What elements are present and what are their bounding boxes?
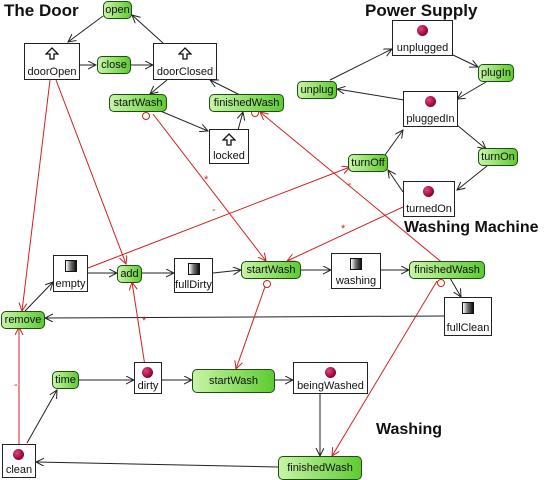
red-arc-turnedOn-startWash	[287, 206, 404, 261]
place-bar-icon	[350, 258, 362, 270]
place-bar-icon	[462, 302, 474, 314]
transition-plugIn[interactable]: plugIn	[478, 64, 514, 82]
arc-turnedOn-turnOff	[388, 170, 404, 193]
transition-open[interactable]: open	[103, 1, 132, 19]
arc-mark-dash-3: -	[14, 379, 18, 391]
token-icon	[424, 96, 436, 107]
arc-pluggedIn-unplug	[337, 89, 405, 101]
arc-mark-star-1: *	[204, 174, 209, 186]
place-label: fullDirty	[175, 279, 212, 291]
arc-fullDirty-startWash	[212, 270, 241, 273]
arc-plugIn-pluggedIn	[457, 81, 487, 99]
transition-startWash-washing[interactable]: startWash	[192, 369, 275, 393]
place-label: turnedOn	[406, 203, 452, 215]
arc-open-doorOpen	[68, 15, 104, 42]
arc-turnOn-turnedOn	[457, 165, 488, 190]
token-icon	[416, 25, 428, 36]
unmarked-place-icon	[178, 47, 192, 60]
red-arc-empty-turnOff	[87, 167, 350, 269]
place-clean[interactable]: clean	[2, 444, 36, 478]
section-title-power: Power Supply	[365, 1, 478, 20]
transition-finishedWash-machine[interactable]: finishedWash	[409, 261, 485, 279]
red-arc-finishedWash-finishedWashDoor	[260, 112, 446, 266]
token-icon	[13, 449, 24, 460]
place-label: pluggedIn	[406, 113, 455, 125]
place-label: washing	[335, 275, 377, 287]
place-label: empty	[55, 278, 86, 290]
arc-finishedWash-clean	[36, 462, 279, 468]
transition-add[interactable]: add	[117, 265, 142, 283]
place-bar-icon	[64, 260, 77, 272]
place-label: dirty	[137, 380, 159, 392]
arc-mark-star-2: *	[341, 223, 346, 235]
place-label: beingWashed	[297, 380, 364, 392]
arc-doorClosed-startWash	[150, 79, 168, 94]
arc-clean-time	[26, 390, 57, 444]
place-label: locked	[213, 150, 245, 162]
transition-close[interactable]: close	[97, 56, 131, 74]
arc-doorClosed-open	[132, 15, 164, 44]
arc-unplugged-plugIn	[452, 54, 478, 67]
section-title-washing: Washing	[376, 421, 443, 438]
place-label: unplugged	[396, 42, 449, 54]
place-unplugged[interactable]: unplugged	[392, 20, 453, 56]
arc-pluggedIn-turnOn	[456, 124, 486, 149]
red-arc-doorOpen-remove	[22, 79, 51, 311]
transition-time[interactable]: time	[52, 371, 79, 389]
transition-turnOff[interactable]: turnOff	[348, 154, 388, 172]
red-arc-dirty-add	[132, 282, 146, 367]
place-turnedOn[interactable]: turnedOn	[403, 181, 455, 217]
arc-unplug-unplugged	[329, 49, 392, 81]
red-arc-startWash-startWashWashing	[236, 280, 268, 369]
section-title-door: The Door	[4, 1, 79, 20]
unmarked-place-icon	[45, 47, 59, 60]
arc-remove-empty	[24, 282, 53, 312]
token-icon	[324, 367, 336, 378]
token-icon	[142, 367, 153, 378]
section-title-machine: Washing Machine	[404, 219, 539, 236]
inhibitor-finishedWash-machine	[437, 279, 445, 287]
place-dirty[interactable]: dirty	[134, 362, 162, 394]
red-arc-finishedWash-finishedWashWashing	[332, 280, 438, 456]
place-pluggedIn[interactable]: pluggedIn	[403, 91, 458, 127]
place-locked[interactable]: locked	[209, 129, 249, 164]
place-label: doorClosed	[156, 66, 214, 78]
place-label: clean	[5, 464, 33, 476]
red-arc-doorOpen-add	[55, 79, 126, 264]
place-label: fullClean	[446, 322, 490, 334]
transition-startWash-machine[interactable]: startWash	[241, 261, 301, 279]
arc-finishedWash-doorClosed	[210, 80, 241, 96]
place-doorClosed[interactable]: doorClosed	[153, 43, 217, 80]
arc-mark-dash-1: -	[212, 204, 216, 216]
transition-unplug[interactable]: unplug	[297, 81, 337, 99]
place-fullClean[interactable]: fullClean	[444, 297, 492, 336]
place-doorOpen[interactable]: doorOpen	[24, 43, 80, 80]
transition-finishedWash-washing[interactable]: finishedWash	[278, 456, 362, 480]
inhibitor-startWash-machine	[263, 280, 271, 288]
inhibitor-startWash-door	[142, 112, 150, 120]
transition-startWash-door[interactable]: startWash	[109, 94, 167, 112]
arc-turnOff-pluggedIn	[384, 130, 403, 156]
place-fullDirty[interactable]: fullDirty	[174, 258, 213, 293]
transition-remove[interactable]: remove	[1, 311, 45, 329]
place-empty[interactable]: empty	[53, 255, 88, 292]
red-arc-startWashDoor-startWashMachine	[152, 113, 266, 261]
arc-mark-dash-2: -	[348, 178, 352, 190]
transition-finishedWash-door[interactable]: finishedWash	[209, 94, 284, 112]
transition-turnOn[interactable]: turnOn	[478, 148, 518, 166]
arc-locked-finishedWash	[238, 112, 243, 131]
place-beingWashed[interactable]: beingWashed	[293, 362, 368, 394]
arc-startWash-locked	[157, 109, 208, 131]
unmarked-place-icon	[222, 133, 236, 146]
place-bar-icon	[187, 263, 200, 275]
token-icon	[423, 186, 434, 197]
place-label: doorOpen	[27, 66, 77, 78]
arc-mark-star-3: *	[142, 315, 147, 327]
arc-fullClean-remove	[45, 316, 445, 318]
place-washing[interactable]: washing	[331, 253, 381, 289]
arc-finishedWash-fullClean	[449, 277, 461, 297]
